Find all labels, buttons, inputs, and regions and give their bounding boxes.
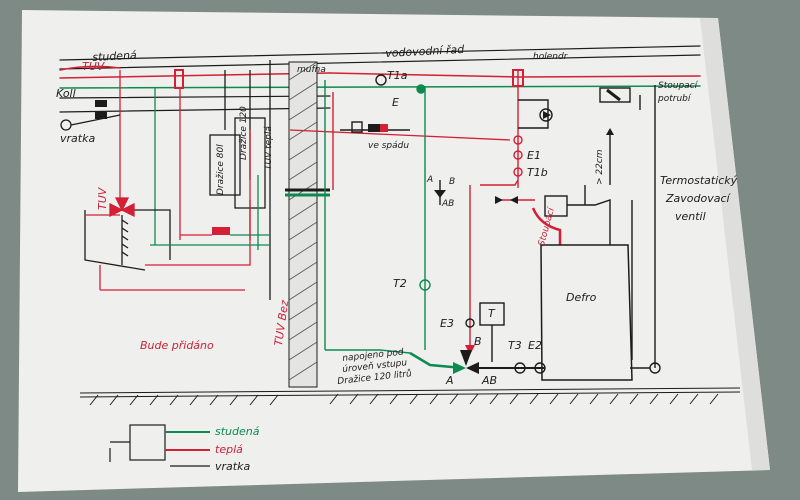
label-t-box: T bbox=[488, 307, 495, 320]
label-e3: E3 bbox=[440, 317, 454, 330]
legend-vratka: vratka bbox=[215, 460, 251, 473]
paper-fold bbox=[700, 18, 770, 470]
label-t3: T3 bbox=[508, 339, 522, 352]
label-tuv-tepla: TUV teplá bbox=[264, 126, 274, 170]
label-drazice-120: Dražice 120 bbox=[239, 106, 249, 160]
top-pipes bbox=[59, 45, 701, 113]
label-ve-spadu: ve spádu bbox=[368, 141, 410, 151]
label-bude-pridano: Bude přidáno bbox=[140, 339, 214, 352]
label-stoupaci-potrubi-1: Stoupací bbox=[658, 81, 698, 91]
right-system bbox=[324, 69, 661, 381]
label-ab-small: AB bbox=[442, 199, 455, 209]
label-e: E bbox=[392, 96, 399, 109]
label-t1a: T1a bbox=[387, 69, 408, 82]
label-t2: T2 bbox=[393, 277, 407, 290]
label-stoupaci-potrubi-2: potrubí bbox=[658, 94, 691, 104]
label-defro: Defro bbox=[566, 291, 597, 304]
label-e1: E1 bbox=[527, 149, 541, 162]
label-mufna: mufna bbox=[297, 65, 326, 75]
legend-tepla: teplá bbox=[215, 443, 243, 456]
label-ventil: ventil bbox=[675, 210, 706, 223]
floor-hatch bbox=[79, 387, 741, 406]
label-zavodovaci: Zavodovací bbox=[666, 192, 730, 205]
legend-graphic bbox=[109, 424, 210, 467]
left-system bbox=[60, 60, 271, 300]
label-a-small: A bbox=[427, 175, 434, 185]
wall-crossing bbox=[285, 129, 511, 197]
label-b-small: B bbox=[449, 177, 456, 187]
label-a-valve: A bbox=[446, 374, 454, 387]
label-termostaticky: Termostatický bbox=[660, 174, 738, 187]
label-kolektor: Koll bbox=[56, 87, 76, 100]
label-holendr: holendr bbox=[533, 52, 568, 62]
wall bbox=[288, 61, 318, 388]
label-dim-22cm: > 22cm bbox=[595, 149, 605, 185]
label-vratka-left: vratka bbox=[60, 132, 96, 145]
label-e2: E2 bbox=[528, 339, 542, 352]
label-tuv-top: TUV bbox=[82, 60, 105, 73]
label-ab-valve: AB bbox=[482, 374, 498, 387]
paper-sheet bbox=[18, 10, 770, 492]
label-tuv-mixer: TUV bbox=[96, 187, 109, 210]
label-b-valve: B bbox=[474, 335, 482, 348]
label-t1b: T1b bbox=[527, 166, 548, 179]
legend-studena: studená bbox=[215, 425, 260, 438]
label-drazice-80: Dražice 80l bbox=[216, 144, 226, 195]
